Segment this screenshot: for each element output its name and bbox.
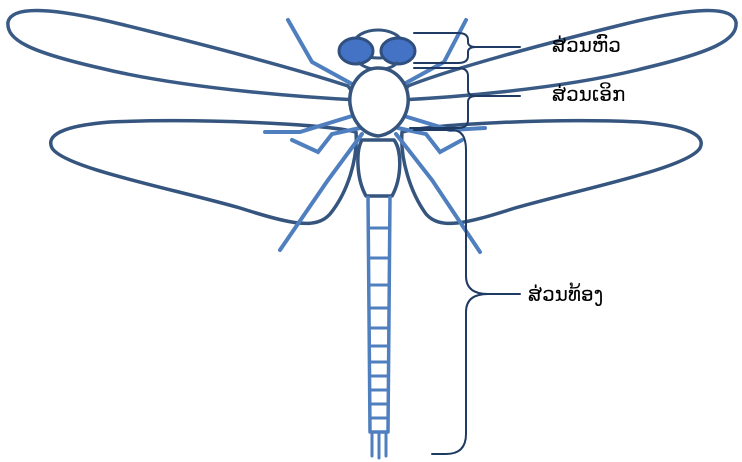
tail-appendages bbox=[372, 432, 386, 458]
left-eye bbox=[339, 38, 373, 64]
thorax bbox=[350, 68, 408, 136]
abdomen-bracket bbox=[414, 130, 488, 454]
abdomen bbox=[358, 140, 400, 458]
head-label: ສ່ວນຫົວ bbox=[552, 35, 621, 55]
thorax-label: ສ່ວນເອິກ bbox=[552, 84, 625, 104]
left-forewing bbox=[8, 11, 358, 100]
abdomen-label: ສ່ວນທ້ອງ bbox=[528, 284, 603, 304]
right-eye bbox=[381, 38, 415, 64]
abdomen-segments bbox=[369, 228, 389, 418]
head bbox=[339, 30, 415, 70]
right-hindwing bbox=[402, 121, 701, 224]
abdomen-tail bbox=[368, 196, 390, 432]
abdomen-upper bbox=[358, 140, 400, 196]
